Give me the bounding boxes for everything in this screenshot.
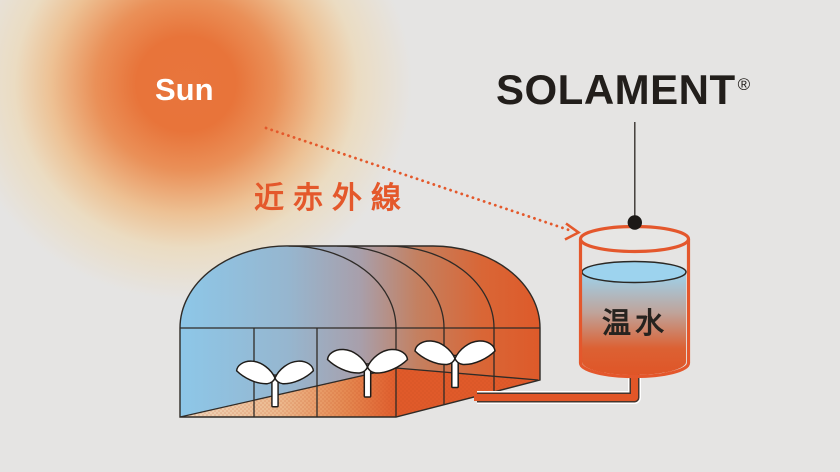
greenhouse-floor-texture bbox=[180, 368, 540, 417]
sprout-plants bbox=[235, 340, 496, 408]
sprout-icon bbox=[235, 360, 315, 408]
sprout-icon bbox=[414, 340, 496, 389]
near-infrared-label: 近赤外線 bbox=[254, 182, 410, 215]
sprout-icon bbox=[326, 348, 409, 398]
sun-label: Sun bbox=[155, 72, 214, 107]
brand-logo: SOLAMENT® bbox=[496, 69, 751, 111]
tank-rim bbox=[578, 224, 691, 254]
water-tank bbox=[578, 122, 691, 379]
tank-water bbox=[582, 272, 686, 375]
registered-trademark-mark: ® bbox=[737, 75, 751, 94]
tank-water-surface bbox=[581, 260, 687, 284]
brand-name: SOLAMENT bbox=[496, 66, 736, 113]
arrowhead-icon bbox=[564, 222, 581, 241]
warm-water-label: 温水 bbox=[602, 308, 669, 340]
tank-outline bbox=[578, 239, 691, 379]
brand-connector-dot bbox=[627, 215, 642, 230]
